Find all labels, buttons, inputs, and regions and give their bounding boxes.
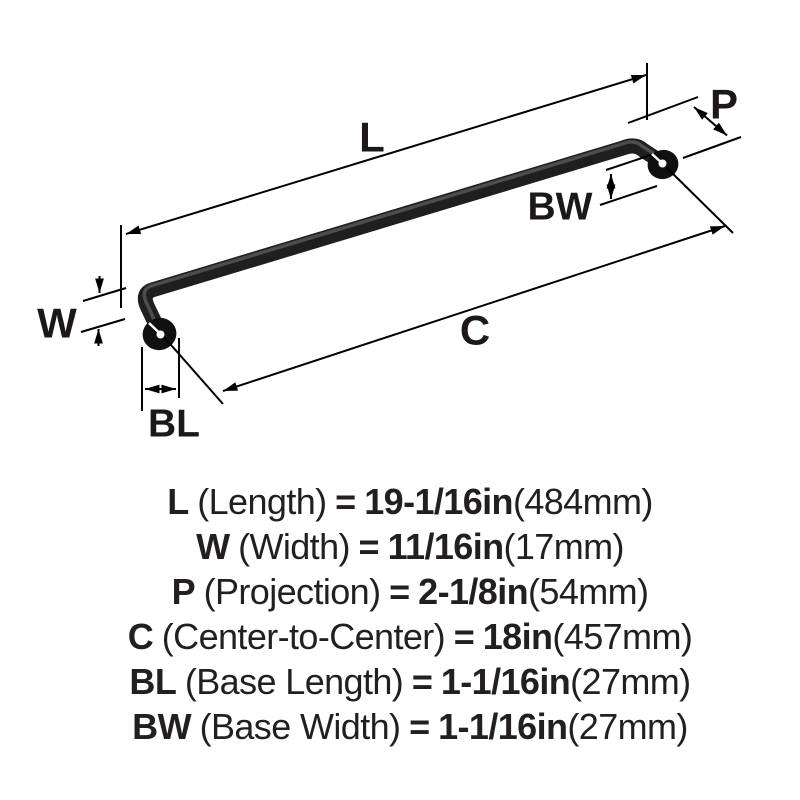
width-label: W	[37, 300, 77, 347]
length-dimension-line	[125, 74, 647, 235]
handle-diagram-svg: L W P BW C	[37, 63, 742, 446]
spec-code: BL	[129, 661, 177, 702]
projection-label: P	[710, 81, 738, 128]
spec-value-inches: 1-1/16in	[438, 706, 568, 747]
spec-name: (Base Length)	[184, 661, 404, 702]
spec-value-inches: 19-1/16in	[364, 481, 513, 522]
spec-value-metric: (54mm)	[528, 571, 649, 612]
equals-sign: =	[409, 706, 430, 747]
spec-code: BW	[132, 706, 191, 747]
spec-row-length: L(Length)=19-1/16in(484mm)	[20, 479, 800, 524]
center-ext-left	[163, 336, 224, 405]
spec-row-projection: P(Projection)=2-1/8in(54mm)	[20, 569, 800, 614]
spec-code: W	[196, 526, 230, 567]
handle-tube	[137, 138, 672, 341]
spec-value-metric: (27mm)	[567, 706, 688, 747]
spec-row-base-width: BW(Base Width)=1-1/16in(27mm)	[20, 704, 800, 749]
spec-code: L	[167, 481, 189, 522]
base-width-ext-upper	[605, 154, 652, 171]
projection-ext-upper	[627, 96, 699, 124]
spec-value-metric: (17mm)	[503, 526, 625, 567]
equals-sign: =	[411, 661, 433, 702]
spec-list: L(Length)=19-1/16in(484mm) W(Width)=11/1…	[0, 479, 800, 749]
spec-name: (Projection)	[203, 571, 381, 612]
base-width-label: BW	[528, 186, 593, 229]
spec-value-metric: (27mm)	[570, 661, 691, 702]
handle-tube-highlight	[142, 140, 664, 331]
center-dimension-line	[222, 225, 726, 392]
spec-code: C	[127, 616, 154, 657]
width-ext-upper	[82, 287, 127, 302]
screw-hole-left	[156, 330, 165, 339]
spec-value-inches: 2-1/8in	[418, 571, 529, 612]
spec-row-base-length: BL(Base Length)=1-1/16in(27mm)	[20, 659, 800, 704]
spec-name: (Center-to-Center)	[161, 616, 446, 657]
spec-name: (Base Width)	[199, 706, 401, 747]
projection-arrow	[693, 106, 728, 137]
length-label: L	[359, 114, 385, 161]
handle-pull	[137, 138, 679, 351]
dimension-center-to-center: C	[163, 166, 734, 405]
center-label: C	[460, 307, 490, 354]
spec-value-inches: 11/16in	[387, 526, 505, 567]
projection-ext-lower	[682, 136, 742, 159]
screw-hole-right	[658, 159, 667, 168]
spec-value-inches: 1-1/16in	[440, 661, 571, 702]
dimension-projection: P	[627, 81, 742, 159]
spec-name: (Length)	[197, 481, 327, 522]
spec-code: P	[171, 571, 196, 612]
base-length-label: BL	[148, 403, 200, 446]
spec-value-inches: 18in	[482, 616, 553, 657]
width-ext-lower	[80, 318, 126, 333]
spec-row-center-to-center: C(Center-to-Center)=18in(457mm)	[20, 614, 800, 659]
equals-sign: =	[389, 571, 410, 612]
spec-value-metric: (484mm)	[512, 481, 653, 522]
dimension-base-width: BW	[528, 154, 658, 229]
dimension-base-length: BL	[141, 338, 200, 446]
equals-sign: =	[358, 526, 380, 567]
base-width-ext-lower	[599, 185, 658, 206]
spec-row-width: W(Width)=11/16in(17mm)	[20, 524, 800, 569]
center-ext-right	[665, 166, 734, 234]
dimension-width: W	[37, 276, 127, 347]
spec-value-metric: (457mm)	[552, 616, 693, 657]
equals-sign: =	[335, 481, 356, 522]
equals-sign: =	[453, 616, 475, 657]
spec-name: (Width)	[238, 526, 350, 567]
dimension-length: L	[120, 63, 648, 308]
